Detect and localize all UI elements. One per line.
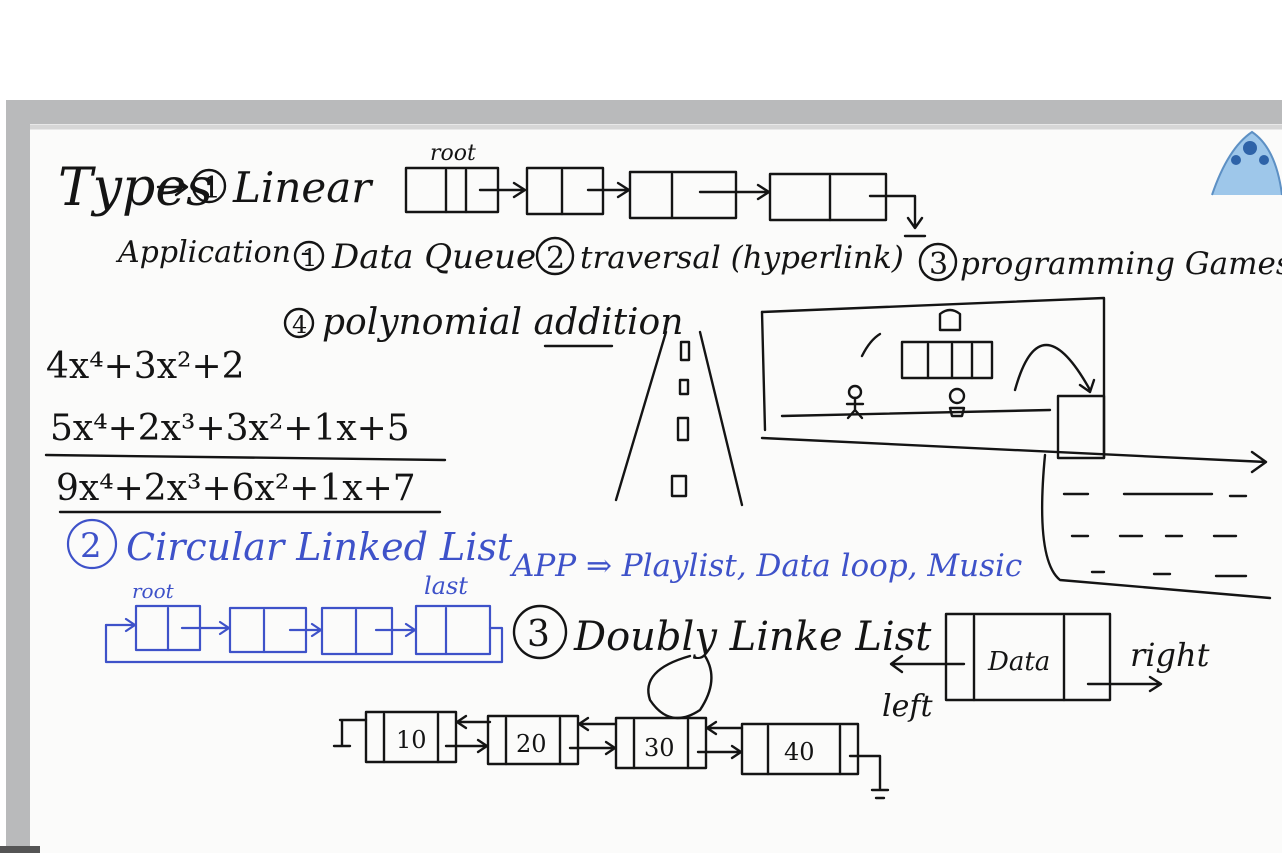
app4-text: polynomial addition: [322, 302, 683, 343]
doubly-number-circle: [512, 604, 568, 660]
app1-text: Data Queue: [331, 237, 536, 277]
doubly-list-diagram: [332, 710, 890, 800]
doubly-value-3: 30: [644, 734, 675, 762]
doubly-number: 3: [527, 614, 550, 655]
app4-number: 4: [292, 311, 307, 339]
number-circle: [191, 168, 227, 204]
arrow-right-icon: [156, 177, 189, 197]
linear-root-label: root: [430, 141, 476, 166]
application-label: Application -: [115, 235, 311, 270]
linear-list-diagram: [404, 166, 927, 238]
app4-circle: [283, 307, 315, 339]
node-data-label: Data: [987, 647, 1050, 677]
game-sketch: [760, 296, 1272, 600]
circular-root-label: root: [132, 579, 175, 603]
circular-app-text: APP ⇒ Playlist, Data loop, Music: [509, 548, 1022, 584]
poly-line3: 9x⁴+2x³+6x²+1x+7: [56, 468, 416, 509]
circular-list-diagram: [104, 604, 504, 664]
types-heading: Types: [58, 158, 213, 218]
app3-text: programming Games: [960, 246, 1282, 282]
circular-last-label: last: [424, 572, 468, 600]
doubly-value-2: 20: [516, 730, 547, 758]
app2-circle: [535, 236, 575, 276]
circular-title: Circular Linked List: [126, 525, 513, 569]
app3-number: 3: [929, 247, 948, 282]
logo: [1211, 130, 1282, 196]
circular-number-circle: [66, 518, 118, 570]
doubly-value-4: 40: [784, 738, 815, 766]
linear-number: 1: [202, 171, 221, 206]
bottom-strip: [0, 846, 40, 853]
poly-line1: 4x⁴+3x²+2: [46, 346, 245, 387]
doubly-node-diagram: [889, 612, 1163, 702]
poly-line2: 5x⁴+2x³+3x²+1x+5: [50, 408, 410, 449]
circular-number: 2: [80, 526, 102, 566]
road-sketch: [614, 330, 744, 507]
app1-circle: [293, 240, 325, 272]
linear-label: Linear: [232, 163, 374, 212]
doubly-loop: [647, 654, 713, 720]
app2-text: traversal (hyperlink): [580, 240, 904, 276]
doubly-value-1: 10: [396, 726, 427, 754]
board-surface: [30, 124, 1282, 853]
app1-number: 1: [302, 244, 317, 272]
doubly-title: Doubly Linke List: [573, 614, 932, 660]
left-label: left: [882, 689, 933, 724]
app3-circle: [918, 242, 958, 282]
right-label: right: [1130, 636, 1210, 674]
poly-divider: [44, 453, 447, 462]
app2-number: 2: [546, 241, 565, 276]
